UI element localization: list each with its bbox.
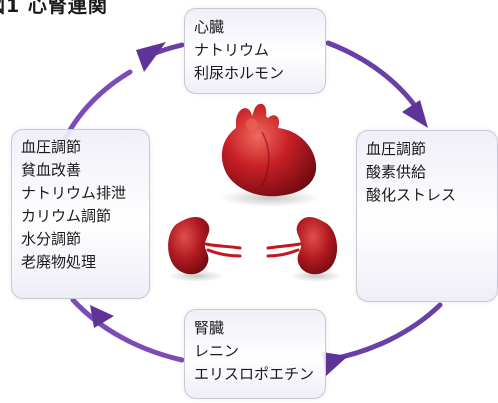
figure-title: 図1 心腎連関 [0,0,108,17]
box-line: 貧血改善 [21,161,82,179]
box-line: 利尿ホルモン [194,64,285,82]
arc-bottom-left [70,297,185,363]
box-line: 血圧調節 [366,140,427,158]
box-line: 老廃物処理 [21,253,97,271]
arrow-head-top-left [136,42,166,72]
arrow-head-bottom-right [322,352,348,376]
box-line: 腎臓 [194,319,225,337]
heart-icon [220,103,320,207]
box-line: カリウム調節 [21,207,112,225]
kidney-functions-box: 血圧調節 貧血改善 ナトリウム排泄 カリウム調節 水分調節 老廃物処理 [11,129,150,299]
box-line: ナトリウム [194,41,270,59]
arc-bottom-right [325,302,443,363]
box-line: レニン [194,342,240,360]
right-kidney-icon [266,217,342,282]
box-line: 酸化ストレス [366,186,457,204]
box-line: エリスロポエチン [194,365,315,383]
arrow-head-bottom-left [90,305,114,328]
box-line: 水分調節 [21,230,82,248]
kidney-factors-box: 腎臓 レニン エリスロポエチン [184,309,326,399]
left-kidney-icon [168,217,242,282]
box-line: 酸素供給 [366,163,427,181]
heart-functions-box: 血圧調節 酸素供給 酸化ストレス [356,130,498,302]
arrow-head-top-right [402,100,428,128]
cycle-ring [57,40,443,363]
box-line: 血圧調節 [21,138,82,156]
arc-top-right [325,40,421,113]
heart-factors-box: 心臓 ナトリウム 利尿ホルモン [184,8,326,94]
box-line: ナトリウム排泄 [21,184,127,202]
box-line: 心臓 [194,18,225,36]
